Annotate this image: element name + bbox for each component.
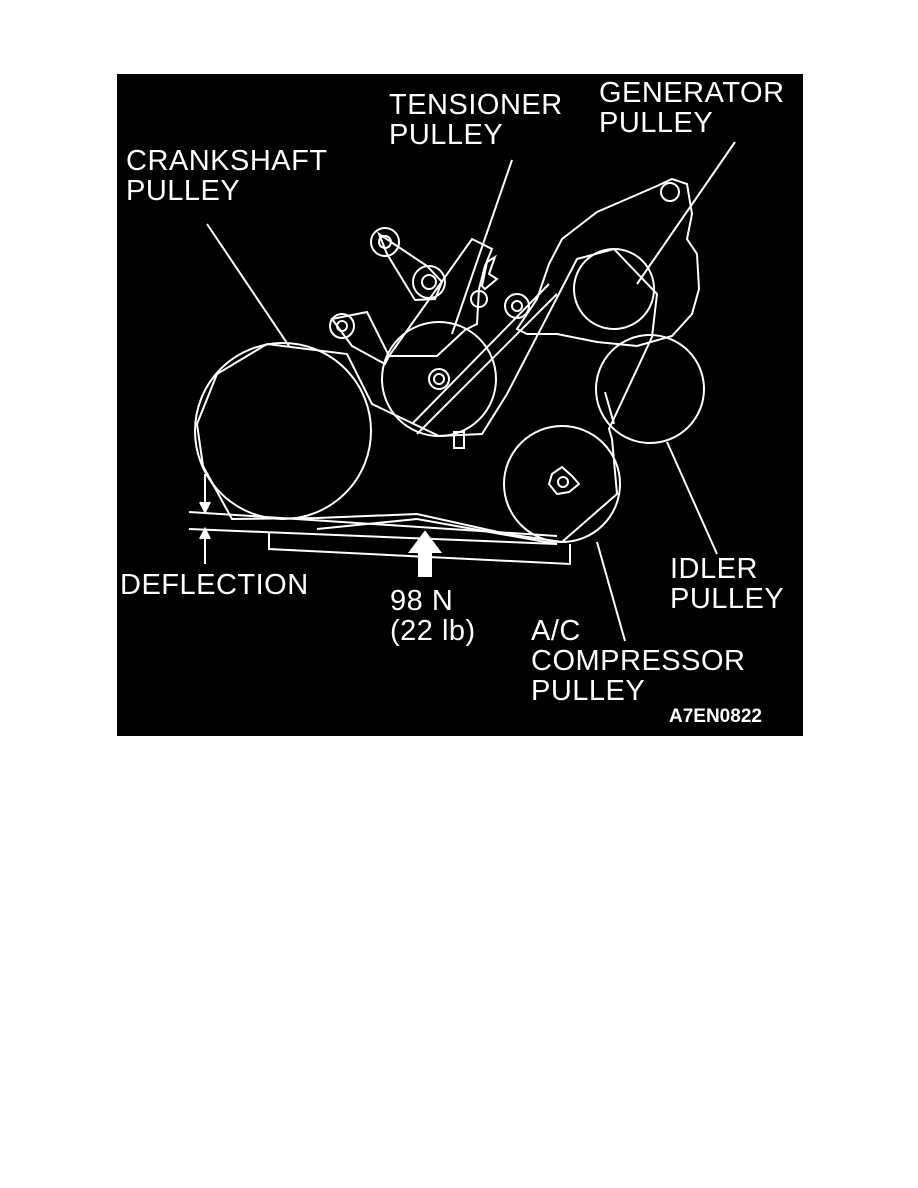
belt-diagram-drawing xyxy=(188,141,736,642)
ac-compressor-pulley-shape xyxy=(503,425,621,543)
tensioner-bracket xyxy=(387,237,494,357)
leader-crankshaft xyxy=(206,223,290,347)
generator-housing xyxy=(515,177,701,348)
idler-pulley-shape xyxy=(595,334,705,444)
leader-ac xyxy=(596,541,626,642)
generator-mount-bolt xyxy=(660,182,680,202)
tensioner-small-bolt xyxy=(470,290,488,308)
tensioner-hook xyxy=(480,254,499,291)
tensioner-pulley-label: TENSIONER PULLEY xyxy=(389,89,563,151)
ac-compressor-pulley-label: A/C COMPRESSOR PULLEY xyxy=(531,615,746,707)
force-label: 98 N (22 lb) xyxy=(390,585,476,647)
leader-tensioner xyxy=(451,159,513,335)
generator-pivot-bolt xyxy=(504,293,530,319)
crankshaft-pulley-label: CRANKSHAFT PULLEY xyxy=(126,145,328,207)
leader-idler xyxy=(666,441,718,555)
figure-code: A7EN0822 xyxy=(669,706,762,727)
deflection-line-lower xyxy=(188,528,558,545)
drive-belt xyxy=(195,247,659,544)
leader-generator xyxy=(636,141,736,285)
ac-hub xyxy=(547,465,581,496)
deflection-label: DEFLECTION xyxy=(120,569,309,601)
tensioner-pulley-shape xyxy=(381,321,497,437)
tensioner-pivot-upper xyxy=(370,227,400,257)
force-arrow xyxy=(408,530,442,577)
tensioner-pivot-mid xyxy=(412,265,446,299)
tensioner-arm-lower xyxy=(330,310,391,366)
generator-pulley-label: GENERATOR PULLEY xyxy=(599,77,785,139)
tensioner-nut xyxy=(453,431,465,449)
generator-pulley-shape xyxy=(573,248,655,330)
tensioner-pivot-lower xyxy=(329,313,355,339)
idler-pulley-label: IDLER PULLEY xyxy=(670,553,785,615)
belt-diagram-figure: TENSIONER PULLEY GENERATOR PULLEY CRANKS… xyxy=(117,74,803,736)
crankshaft-pulley-shape xyxy=(194,342,372,520)
